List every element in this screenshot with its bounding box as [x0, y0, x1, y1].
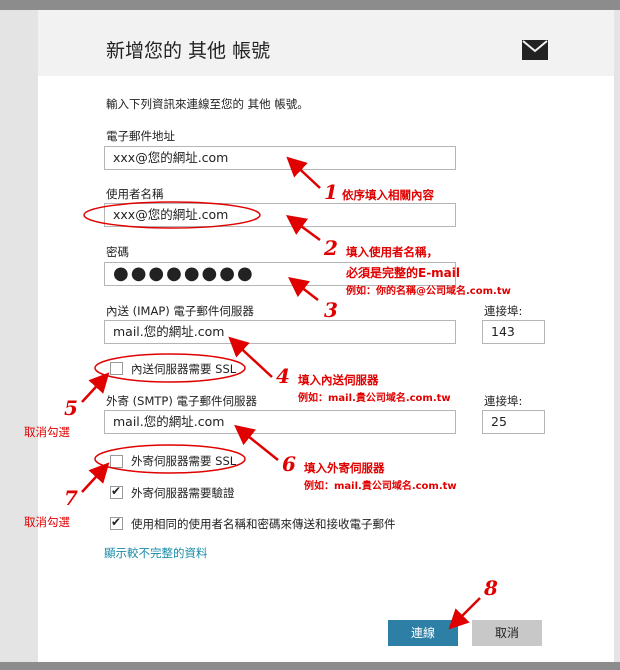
annotation-number-7: 7	[64, 486, 78, 510]
same-credentials-checkbox[interactable]	[110, 515, 123, 530]
annotation-number-6: 6	[282, 452, 296, 476]
incoming-port-label: 連接埠:	[484, 304, 523, 318]
annotation-text-6a: 填入外寄伺服器	[304, 461, 385, 475]
show-less-link[interactable]: 顯示較不完整的資料	[104, 546, 208, 560]
annotation-text-4a: 填入內送伺服器	[298, 373, 379, 387]
dialog-header: 新增您的 其他 帳號	[38, 10, 614, 76]
annotation-text-4b: 例如：mail.貴公司域名.com.tw	[298, 393, 451, 404]
outgoing-server-field[interactable]: mail.您的網址.com	[104, 410, 456, 434]
annotation-number-8: 8	[484, 576, 498, 600]
annotation-text-2a: 填入使用者名稱，	[346, 245, 438, 259]
email-label: 電子郵件地址	[106, 129, 175, 143]
mail-icon	[522, 40, 548, 60]
bottom-border	[0, 662, 620, 670]
annotation-text-2b: 必須是完整的E-mail	[346, 266, 461, 280]
top-border	[0, 0, 620, 10]
add-account-dialog: 新增您的 其他 帳號 輸入下列資訊來連線至您的 其他 帳號。 電子郵件地址 xx…	[38, 10, 614, 662]
annotation-text-6b: 例如：mail.貴公司域名.com.tw	[304, 481, 457, 492]
incoming-ssl-checkbox[interactable]	[110, 362, 123, 375]
cancel-button[interactable]: 取消	[472, 620, 542, 646]
annotation-number-2: 2	[324, 236, 338, 260]
annotation-number-5: 5	[64, 396, 78, 420]
password-label: 密碼	[106, 245, 129, 259]
password-field[interactable]: ●●●●●●●●	[104, 262, 456, 286]
username-label: 使用者名稱	[106, 187, 164, 201]
outgoing-port-label: 連接埠:	[484, 394, 523, 408]
annotation-text-7: 取消勾選	[24, 515, 70, 529]
incoming-ssl-label: 內送伺服器需要 SSL	[131, 362, 237, 376]
annotation-text-5: 取消勾選	[24, 425, 70, 439]
username-field[interactable]: xxx@您的網址.com	[104, 203, 456, 227]
annotation-text-2c: 例如：你的名稱@公司域名.com.tw	[346, 286, 511, 297]
annotation-text-1: 依序填入相關內容	[342, 188, 434, 202]
dialog-title: 新增您的 其他 帳號	[106, 40, 271, 62]
connect-button[interactable]: 連線	[388, 620, 458, 646]
outgoing-auth-checkbox[interactable]	[110, 484, 123, 499]
same-credentials-label: 使用相同的使用者名稱和密碼來傳送和接收電子郵件	[131, 517, 396, 531]
outgoing-ssl-checkbox[interactable]	[110, 455, 123, 468]
incoming-server-field[interactable]: mail.您的網址.com	[104, 320, 456, 344]
annotation-number-3: 3	[324, 298, 338, 322]
outgoing-auth-label: 外寄伺服器需要驗證	[131, 486, 235, 500]
outgoing-port-field[interactable]: 25	[482, 410, 545, 434]
outgoing-ssl-label: 外寄伺服器需要 SSL	[131, 454, 237, 468]
annotation-number-4: 4	[276, 364, 290, 388]
instruction-text: 輸入下列資訊來連線至您的 其他 帳號。	[106, 97, 309, 111]
incoming-port-field[interactable]: 143	[482, 320, 545, 344]
incoming-server-label: 內送 (IMAP) 電子郵件伺服器	[106, 304, 254, 318]
outgoing-server-label: 外寄 (SMTP) 電子郵件伺服器	[106, 394, 257, 408]
email-field[interactable]: xxx@您的網址.com	[104, 146, 456, 170]
annotation-number-1: 1	[324, 180, 338, 204]
